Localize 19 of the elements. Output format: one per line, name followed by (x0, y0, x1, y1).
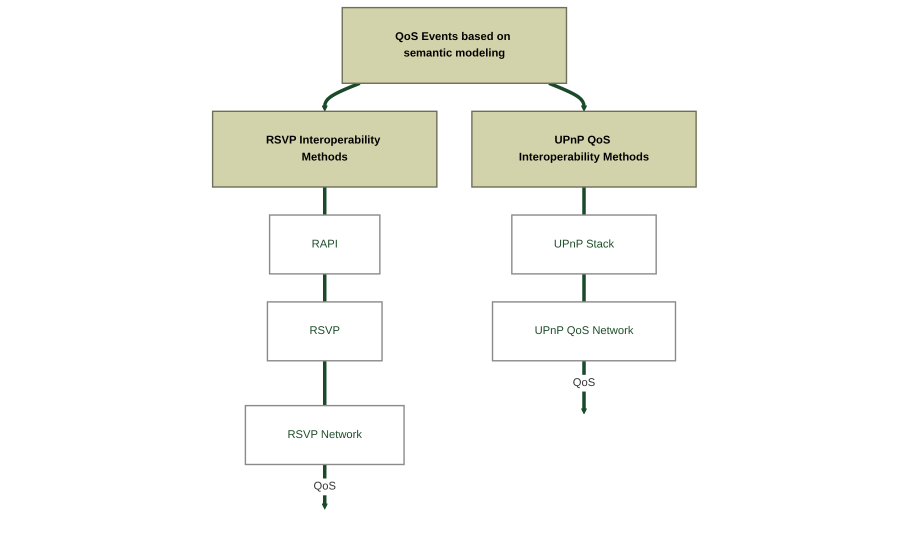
node-box: UPnP Stack (511, 214, 657, 275)
arrow (581, 360, 588, 414)
node-box: UPnP QoS Network (492, 301, 676, 362)
connector (323, 360, 327, 406)
edge-label: QoS (314, 480, 336, 493)
node-box: RSVP Interoperability Methods (212, 110, 438, 188)
connector (323, 274, 327, 302)
arrow (548, 82, 588, 112)
connector (582, 187, 586, 216)
connector (323, 187, 327, 216)
node-box: RSVP Network (244, 404, 405, 466)
arrow (322, 82, 361, 112)
connector (582, 274, 586, 302)
node-box: RSVP (266, 301, 383, 362)
edge-label: QoS (572, 376, 596, 389)
arrow (322, 464, 328, 510)
node-box: QoS Events based on semantic modeling (342, 6, 568, 84)
node-box: RAPI (269, 214, 381, 275)
node-box: UPnP QoS Interoperability Methods (471, 110, 697, 188)
